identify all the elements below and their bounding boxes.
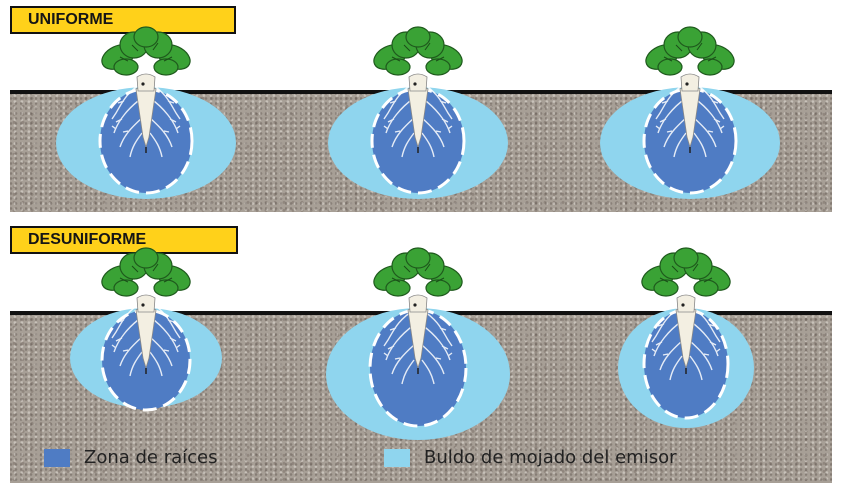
wetted-bulb-swatch: [384, 448, 410, 467]
uniform-label: UNIFORME: [10, 6, 236, 34]
plant-nonuniform-2: [326, 247, 510, 440]
nonuniform-label-text: DESUNIFORME: [28, 231, 147, 248]
plant-uniform-1: [56, 26, 236, 199]
legend: Zona de raíces Buldo de mojado del emiso…: [44, 447, 824, 477]
nonuniform-label: DESUNIFORME: [10, 226, 238, 254]
legend-wetted-bulb-label: Buldo de mojado del emisor: [424, 447, 677, 468]
legend-root-zone-label: Zona de raíces: [84, 447, 218, 468]
plant-nonuniform-1: [70, 247, 222, 412]
legend-item-wetted-bulb: Buldo de mojado del emisor: [384, 447, 677, 468]
legend-item-root-zone: Zona de raíces: [44, 447, 218, 468]
uniform-label-text: UNIFORME: [28, 11, 114, 28]
plant-nonuniform-3: [618, 247, 754, 428]
plant-uniform-2: [328, 26, 508, 199]
plant-uniform-3: [600, 26, 780, 199]
root-zone-swatch: [44, 448, 70, 467]
